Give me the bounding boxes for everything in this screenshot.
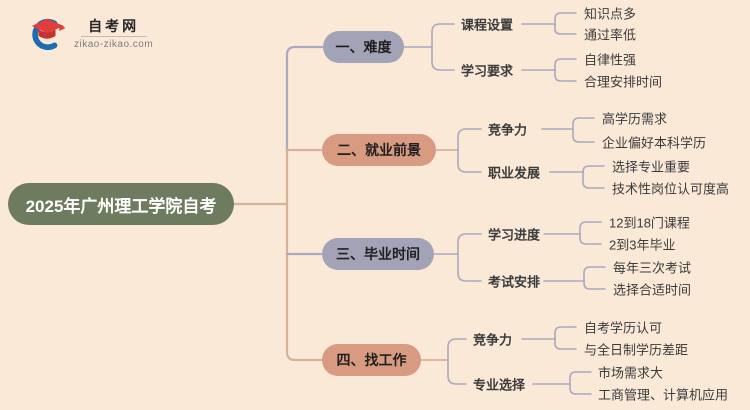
bracket-line: [554, 12, 577, 25]
branch-node-2: 二、就业前景: [322, 134, 436, 166]
subtopic-label: 课程设置: [461, 17, 514, 33]
branch-node-3: 三、毕业时间: [322, 238, 434, 270]
branch-node-4: 四、找工作: [322, 344, 421, 376]
bracket-line: [554, 58, 577, 71]
leaf-item: 2到3年毕业: [609, 237, 676, 253]
bracket-line: [569, 383, 592, 395]
bracket-line: [583, 280, 606, 290]
connector-branch-4: [285, 148, 323, 362]
subtopic-label: 考试安排: [488, 274, 541, 290]
subtopic-label: 专业选择: [473, 377, 526, 393]
bracket-line: [554, 338, 577, 350]
bracket-line: [431, 46, 455, 71]
leaf-item: 企业偏好本科学历: [602, 135, 707, 151]
site-logo: 自考网 zikao-zikao.com: [28, 16, 153, 52]
subtopic-label: 竞争力: [473, 332, 513, 348]
bracket-line: [582, 165, 605, 173]
leaf-item: 合理安排时间: [584, 74, 663, 90]
bracket-line: [457, 233, 482, 255]
bracket-line: [554, 23, 577, 35]
graduation-cap-icon: [31, 18, 66, 51]
logo-text: 自考网 zikao-zikao.com: [74, 18, 153, 51]
leaf-item: 选择专业重要: [612, 159, 691, 175]
bracket-line: [457, 128, 482, 151]
leaf-item: 市场需求大: [598, 365, 664, 381]
subtopic-label: 职业发展: [488, 165, 541, 181]
root-node: 2025年广州理工学院自考: [8, 183, 234, 225]
bracket-line: [579, 233, 602, 245]
leaf-item: 高学历需求: [602, 111, 668, 127]
bracket-line: [579, 221, 602, 235]
bracket-line: [569, 371, 592, 385]
bracket-line: [457, 253, 482, 282]
logo-divider: [80, 36, 147, 38]
logo-url: zikao-zikao.com: [74, 39, 154, 51]
bracket-line: [457, 149, 482, 173]
leaf-item: 自考学历认可: [584, 320, 663, 336]
subtopic-label: 学习要求: [461, 63, 514, 79]
leaf-item: 选择合适时间: [613, 282, 692, 298]
bracket-line: [583, 266, 606, 282]
leaf-item: 自律性强: [584, 52, 637, 68]
bracket-line: [582, 171, 605, 189]
logo-title: 自考网: [88, 17, 140, 34]
leaf-item: 每年三次考试: [613, 260, 692, 276]
bracket-line: [554, 326, 577, 340]
bracket-line: [554, 69, 577, 82]
branch-node-1: 一、难度: [323, 31, 404, 63]
subtopic-label: 学习进度: [488, 227, 541, 243]
leaf-item: 12到18门课程: [609, 215, 690, 231]
leaf-item: 与全日制学历差距: [584, 342, 689, 358]
leaf-item: 工商管理、计算机应用: [598, 387, 729, 403]
leaf-item: 技术性岗位认可度高: [612, 181, 730, 197]
bracket-line: [572, 128, 595, 143]
connector-branch-1: [285, 45, 324, 154]
bracket-line: [447, 359, 467, 385]
leaf-item: 通过率低: [584, 27, 637, 43]
subtopic-label: 竞争力: [488, 122, 528, 138]
bracket-line: [447, 338, 467, 361]
leaf-item: 知识点多: [584, 6, 637, 22]
bracket-line: [431, 23, 455, 48]
bracket-line: [572, 117, 595, 130]
